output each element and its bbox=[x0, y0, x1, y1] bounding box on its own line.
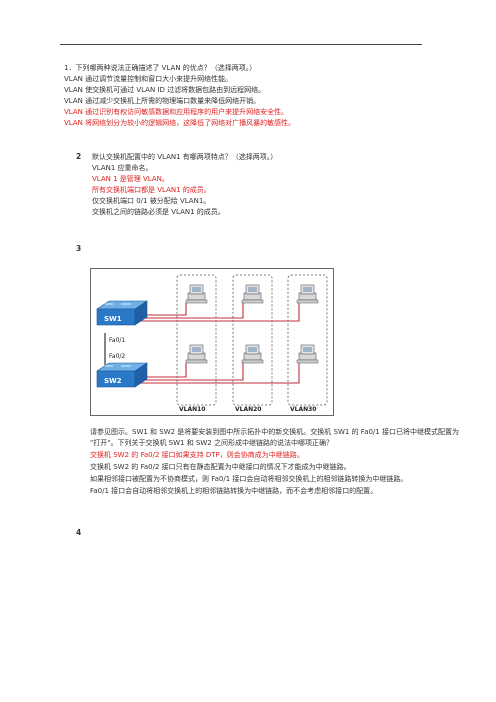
q2-option-3: 所有交换机端口都是 VLAN1 的成员。 bbox=[92, 186, 211, 194]
cable-sw1-vlan20 bbox=[141, 303, 244, 319]
q3-question-line2: "打开"。下列关于交换机 SW1 和 SW2 之间形成中继链路的说法中哪项正确？ bbox=[90, 439, 333, 447]
q1-question: 1．下列哪两种说法正确描述了 VLAN 的优点？（选择两项。） bbox=[64, 64, 257, 72]
vlan30-label: VLAN30 bbox=[290, 406, 316, 413]
q3-number: 3 bbox=[76, 244, 82, 253]
q2-number: 2 bbox=[76, 152, 82, 161]
q1-option-1: VLAN 通过调节流量控制和窗口大小来提升网络性能。 bbox=[64, 75, 233, 83]
topology-svg: SW1 SW2 Fa0/1 Fa0/2 VLAN10 VLAN20 VLAN30 bbox=[96, 274, 328, 413]
q3-option-2: 交换机 SW2 的 Fa0/2 接口只有在静态配置为中继接口的情况下才能成为中继… bbox=[90, 463, 351, 471]
q3-option-3: 如果相邻接口被配置为不协商模式，则 Fa0/1 接口会自动将相邻交换机上的相邻链… bbox=[90, 475, 408, 483]
q2-option-4: 仅交换机端口 0/1 被分配给 VLAN1。 bbox=[92, 197, 211, 205]
cable-sw2-vlan10 bbox=[141, 363, 187, 378]
q2-option-2: VLAN 1 是管理 VLAN。 bbox=[92, 175, 169, 183]
port-fa0-1-label: Fa0/1 bbox=[109, 337, 125, 344]
pc-vlan30-top-icon bbox=[296, 284, 319, 304]
vlan30-box bbox=[287, 274, 328, 406]
network-topology-diagram: SW1 SW2 Fa0/1 Fa0/2 VLAN10 VLAN20 VLAN30 bbox=[90, 268, 334, 416]
q1-option-2: VLAN 使交换机可通过 VLAN ID 过滤将数据包路由到远程网络。 bbox=[64, 86, 266, 94]
vlan10-label: VLAN10 bbox=[179, 406, 205, 413]
q1-option-3: VLAN 通过减少交换机上所需的物理端口数量来降低网络开销。 bbox=[64, 97, 261, 105]
q2-option-1: VLAN1 应重命名。 bbox=[92, 164, 153, 172]
q4-number: 4 bbox=[76, 528, 82, 537]
q1-option-4: VLAN 通过识别有权访问敏感数据和应用程序的用户来提升网络安全性。 bbox=[64, 108, 289, 116]
cable-sw2-vlan20 bbox=[141, 363, 244, 381]
q3-option-4: Fa0/1 接口会自动将相邻交换机上的相邻链路转换为中继链路，而不会考虑相邻接口… bbox=[90, 487, 378, 495]
pc-vlan10-bottom-icon bbox=[185, 344, 208, 364]
q2-option-5: 交换机之间的链路必须是 VLAN1 的成员。 bbox=[92, 208, 225, 216]
port-fa0-2-label: Fa0/2 bbox=[109, 353, 125, 360]
sw2-label: SW2 bbox=[104, 377, 122, 385]
switch-sw1-icon bbox=[96, 300, 148, 326]
vlan20-box bbox=[232, 274, 273, 406]
cable-sw1-vlan30 bbox=[141, 303, 300, 322]
vlan20-label: VLAN20 bbox=[235, 406, 261, 413]
pc-vlan20-bottom-icon bbox=[241, 344, 264, 364]
q3-question-line1: 请参见图示。SW1 和 SW2 是将要安装到图中所示拓扑中的新交换机。交换机 S… bbox=[90, 428, 459, 436]
pc-vlan20-top-icon bbox=[241, 284, 264, 304]
pc-vlan30-bottom-icon bbox=[296, 344, 319, 364]
pc-vlan10-top-icon bbox=[185, 284, 208, 304]
cable-sw2-vlan30 bbox=[141, 363, 300, 384]
vlan10-box bbox=[176, 274, 217, 406]
switch-sw2-icon bbox=[96, 362, 148, 388]
q3-option-1: 交换机 SW2 的 Fa0/2 接口如果支持 DTP，则会协商成为中继链路。 bbox=[90, 451, 304, 459]
header-rule bbox=[60, 44, 422, 45]
cable-sw1-vlan10 bbox=[141, 303, 187, 316]
q2-question: 默认交换机配置中的 VLAN1 有哪两项特点？（选择两项。） bbox=[92, 153, 278, 161]
sw1-label: SW1 bbox=[104, 315, 122, 323]
q1-option-5: VLAN 将网络划分为较小的逻辑网络，这降低了网络对广播风暴的敏感性。 bbox=[64, 119, 296, 127]
